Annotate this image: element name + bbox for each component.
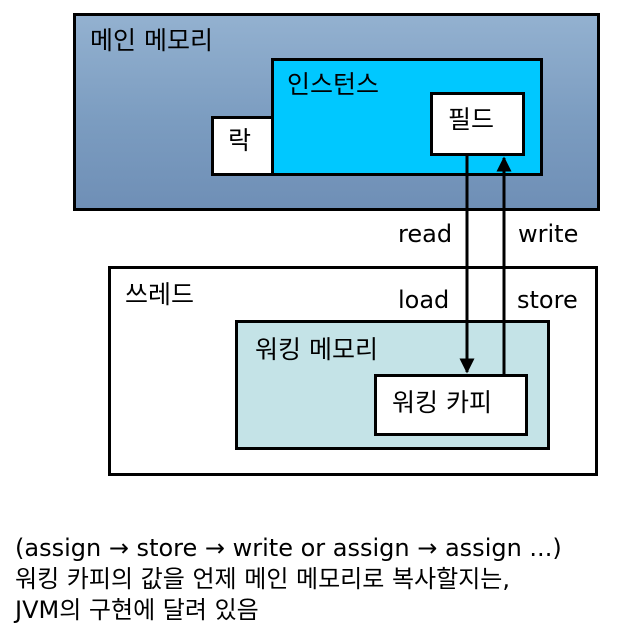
field-box bbox=[430, 92, 525, 156]
working-copy-label: 워킹 카피 bbox=[392, 388, 492, 417]
caption-line-3: JVM의 구현에 달려 있음 bbox=[15, 596, 259, 624]
caption-line-2: 워킹 카피의 값을 언제 메인 메모리로 복사할지는, bbox=[15, 565, 511, 593]
lock-label: 락 bbox=[228, 126, 252, 155]
thread-label: 쓰레드 bbox=[125, 280, 195, 309]
working-memory-label: 워킹 메모리 bbox=[255, 335, 378, 364]
lock-box bbox=[211, 116, 275, 176]
working-copy-box bbox=[374, 374, 528, 436]
load-label: load bbox=[398, 286, 450, 314]
instance-label: 인스턴스 bbox=[287, 70, 380, 99]
write-label: write bbox=[518, 220, 579, 248]
read-label: read bbox=[398, 220, 453, 248]
main-memory-label: 메인 메모리 bbox=[90, 26, 213, 55]
store-label: store bbox=[517, 286, 578, 314]
caption-line-1: (assign → store → write or assign → assi… bbox=[15, 534, 562, 562]
field-label: 필드 bbox=[448, 105, 495, 134]
